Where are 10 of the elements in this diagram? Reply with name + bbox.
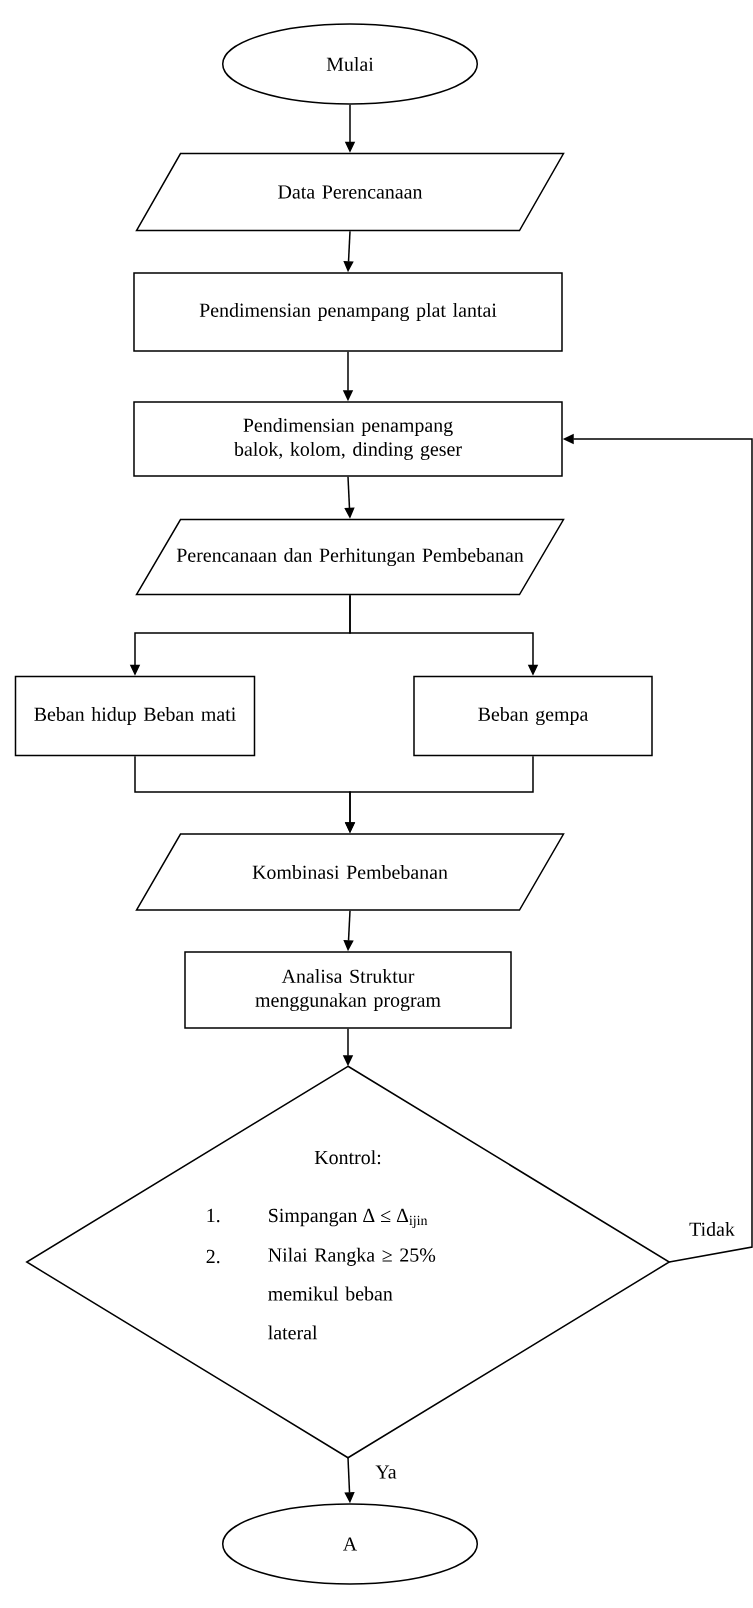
process-box: Beban gempa (413, 675, 653, 757)
data-parallelogram: Data Perencanaan (135, 152, 565, 232)
edge-label: Tidak (688, 1221, 736, 1237)
data-parallelogram: Perencanaan dan Perhitungan Pembebanan (135, 518, 565, 596)
process-box: Analisa Struktur menggunakan program (184, 951, 512, 1029)
process-box: Pendimensian penampang balok, kolom, dinding geser (133, 401, 563, 477)
data-parallelogram: Kombinasi Pembebanan (135, 833, 565, 911)
process-box: Beban hidup Beban mati (14, 675, 256, 757)
edge-label: Ya (374, 1464, 398, 1480)
process-box: Pendimensian penampang plat lantai (133, 272, 563, 352)
